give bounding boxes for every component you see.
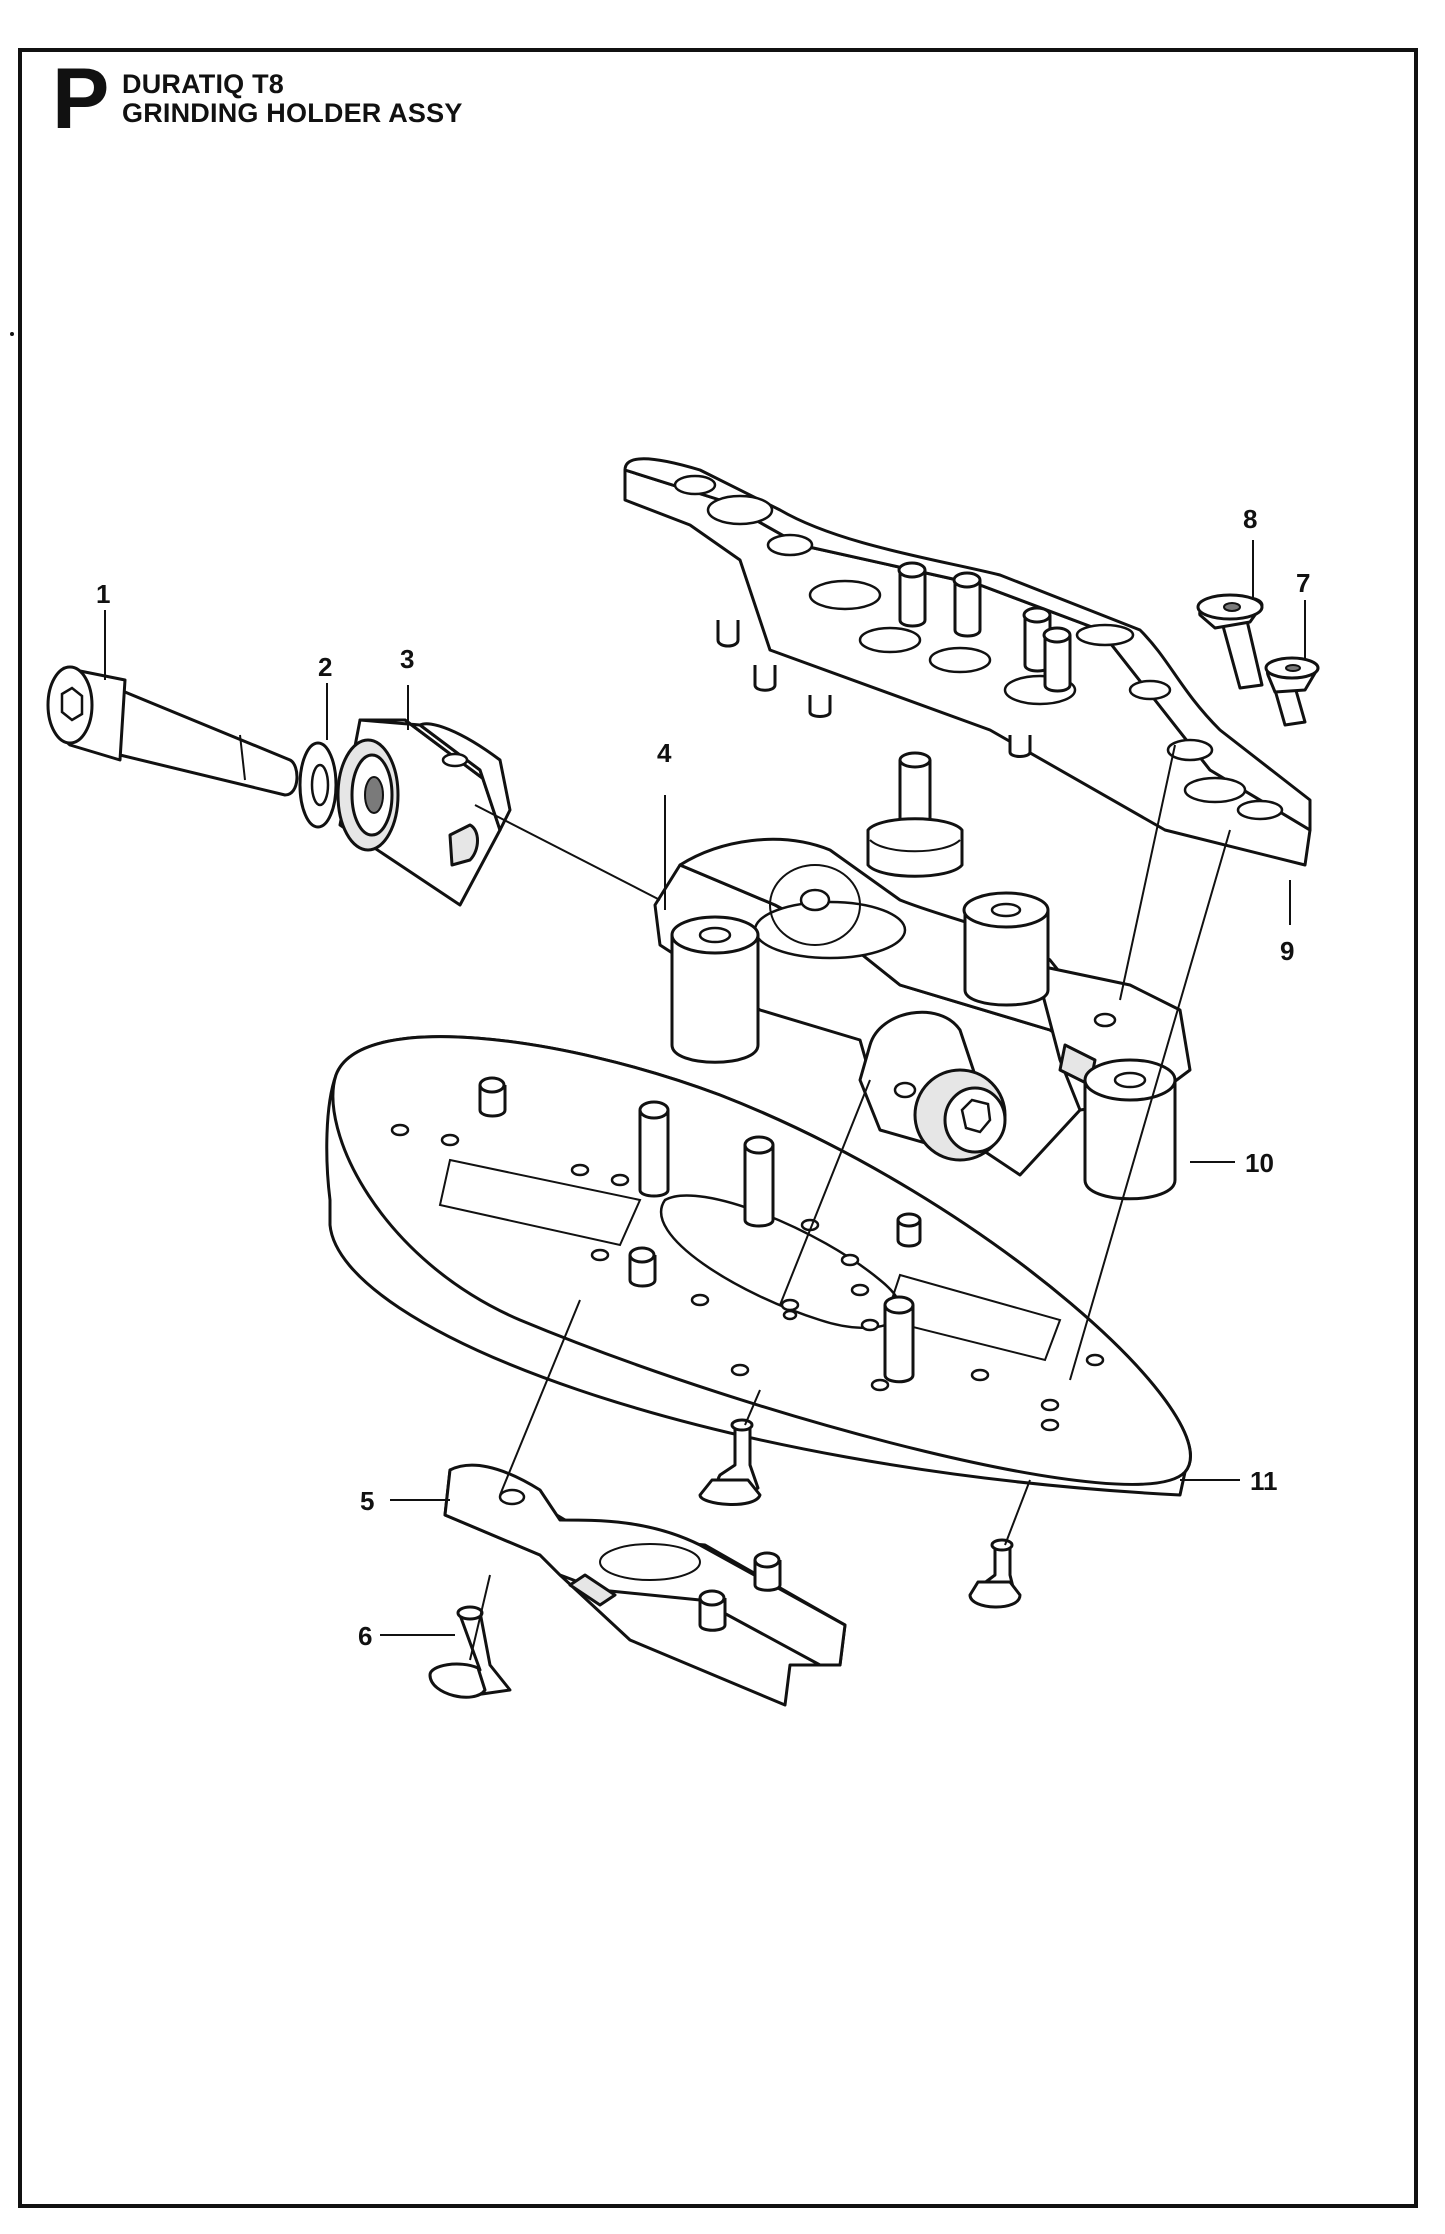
title-block: DURATIQ T8 GRINDING HOLDER ASSY bbox=[122, 70, 463, 128]
part-5-lower-bracket bbox=[443, 1463, 847, 1707]
assembly-title: GRINDING HOLDER ASSY bbox=[122, 98, 463, 128]
part-1-cap-screw bbox=[46, 665, 299, 797]
part-4-holder-body bbox=[653, 837, 1192, 1177]
callout-8: 8 bbox=[1243, 504, 1257, 534]
callout-9: 9 bbox=[1280, 936, 1294, 966]
callout-4: 4 bbox=[657, 738, 672, 768]
assembly-lines bbox=[104, 540, 1306, 1661]
center-bolt bbox=[866, 751, 964, 878]
callout-10: 10 bbox=[1245, 1148, 1274, 1178]
margin-dot bbox=[10, 332, 14, 336]
callout-6: 6 bbox=[358, 1621, 372, 1651]
callout-1: 1 bbox=[96, 579, 110, 609]
callout-labels: 1 2 3 4 5 6 7 8 9 10 11 bbox=[96, 504, 1310, 1651]
part-11-disc bbox=[325, 1035, 1192, 1497]
callout-5: 5 bbox=[360, 1486, 374, 1516]
section-letter: P bbox=[52, 51, 110, 147]
drawing-frame bbox=[18, 48, 1418, 2208]
model-title: DURATIQ T8 bbox=[122, 69, 284, 99]
part-2-washer bbox=[298, 741, 338, 829]
callout-11: 11 bbox=[1250, 1466, 1278, 1496]
callout-3: 3 bbox=[400, 644, 414, 674]
part-10-spacer bbox=[1083, 1058, 1177, 1201]
part-7-screw bbox=[1264, 656, 1320, 727]
part-9-top-plate bbox=[623, 457, 1312, 867]
part-8-screw bbox=[1196, 593, 1264, 690]
callout-2: 2 bbox=[318, 652, 332, 682]
callout-7: 7 bbox=[1296, 568, 1310, 598]
part-3-bearing-housing bbox=[336, 718, 512, 907]
